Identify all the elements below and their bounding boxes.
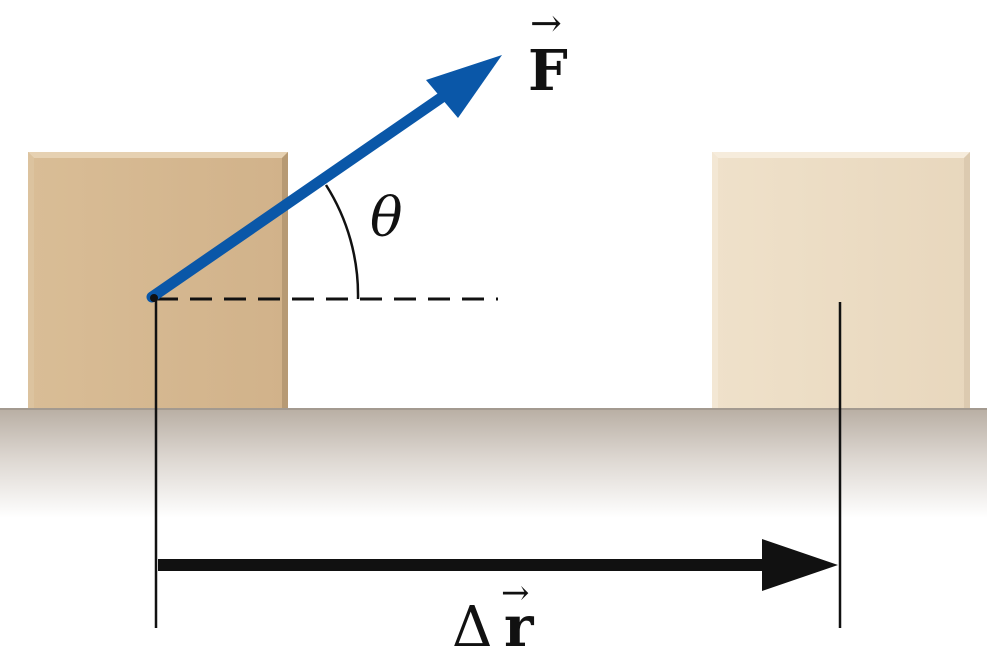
displacement-symbol: r (504, 594, 535, 660)
force-vector-arrow (146, 55, 502, 303)
force-vector-arrow-glyph: → (530, 1, 562, 45)
force-symbol: F (528, 38, 568, 104)
angle-label: θ (370, 186, 403, 249)
displacement-vector-arrow (158, 539, 838, 591)
force-label: → F (528, 1, 568, 104)
delta-symbol: Δ (452, 595, 492, 660)
floor-surface (0, 408, 987, 518)
block-initial (28, 152, 288, 408)
displacement-vector-arrow-glyph: → (501, 573, 530, 613)
angle-arc (324, 184, 360, 300)
displacement-label: Δ r → (452, 573, 535, 660)
force-origin-dot (150, 294, 158, 302)
